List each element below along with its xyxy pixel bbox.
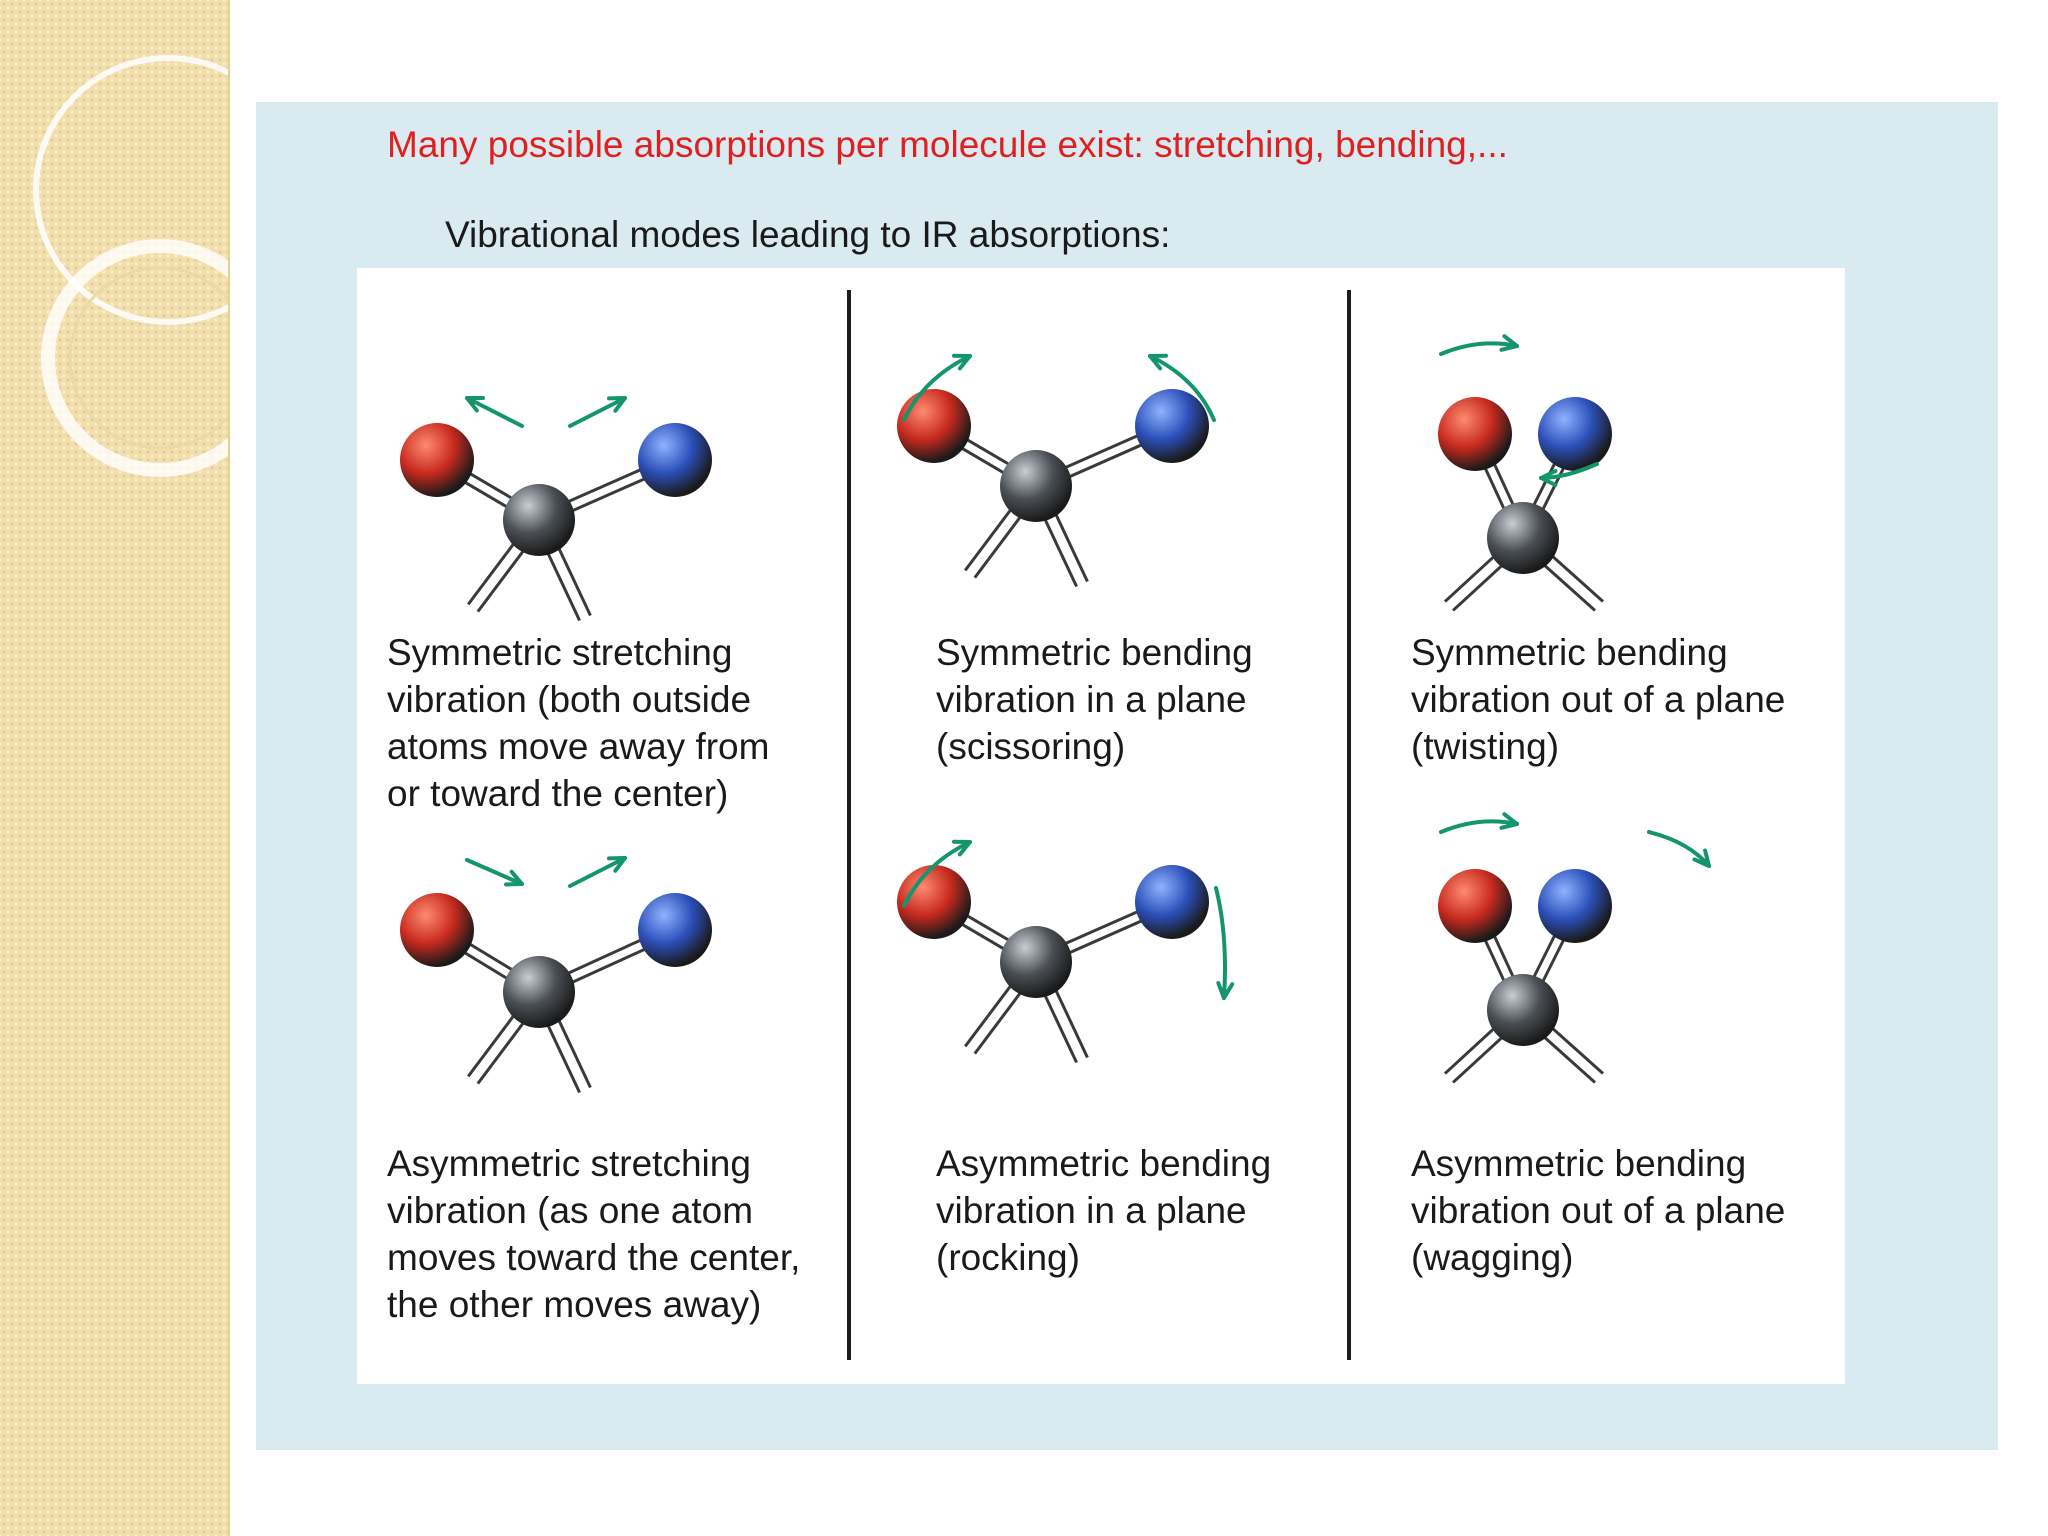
atom-blue — [638, 893, 712, 967]
motion-arrow — [1647, 830, 1711, 868]
atom-blue — [1135, 389, 1209, 463]
column-divider — [1347, 290, 1351, 1360]
motion-arrow-head — [1539, 469, 1558, 487]
mode-caption: Asymmetric bending vibration in a plane … — [936, 1143, 1272, 1278]
atom-red — [1438, 397, 1512, 471]
decorative-side-strip — [0, 0, 230, 1536]
motion-arrow — [568, 856, 627, 888]
motion-arrow — [465, 858, 524, 886]
motion-arrow-head — [1148, 353, 1168, 371]
molecule-diagram — [400, 856, 712, 1094]
atom-center — [1487, 974, 1559, 1046]
vibrational-modes-figure: Symmetric stretching vibration (both out… — [357, 268, 1845, 1384]
molecule-diagram — [897, 353, 1216, 588]
motion-arrow-head — [607, 396, 627, 413]
mode-caption: Symmetric bending vibration out of a pla… — [1411, 632, 1786, 767]
motion-arrow-head — [952, 839, 972, 857]
motion-arrow-head — [1499, 812, 1519, 830]
motion-arrow — [902, 840, 972, 908]
slide-headline: Many possible absorptions per molecule e… — [387, 124, 1508, 165]
motion-arrow-head — [1692, 848, 1711, 868]
motion-arrow — [465, 396, 524, 428]
atom-center — [1000, 450, 1072, 522]
motion-arrow — [902, 354, 972, 422]
motion-arrow-head — [607, 856, 627, 873]
decorative-rings — [33, 55, 228, 477]
mode-caption: Symmetric bending vibration in a plane (… — [936, 632, 1253, 767]
atom-center — [503, 956, 575, 1028]
motion-arrow-head — [465, 396, 485, 413]
motion-arrow-head — [1499, 334, 1519, 352]
molecule-diagram — [400, 396, 712, 622]
motion-arrow — [1148, 354, 1216, 422]
atom-red — [897, 389, 971, 463]
motion-arrow — [1439, 341, 1519, 356]
mode-caption: Symmetric stretching vibration (both out… — [387, 632, 770, 814]
atom-red — [400, 893, 474, 967]
atom-blue — [1538, 397, 1612, 471]
atom-center — [1000, 926, 1072, 998]
atom-red — [1438, 869, 1512, 943]
mode-caption: Asymmetric stretching vibration (as one … — [387, 1143, 801, 1325]
molecule-diagram — [1438, 812, 1711, 1084]
atom-center — [503, 484, 575, 556]
motion-arrow — [568, 396, 627, 428]
atom-blue — [638, 423, 712, 497]
motion-arrow — [1439, 819, 1519, 834]
motion-arrow — [1214, 886, 1227, 1000]
molecule-diagram — [1438, 334, 1612, 612]
atom-center — [1487, 502, 1559, 574]
slide-subheading: Vibrational modes leading to IR absorpti… — [445, 214, 1171, 255]
motion-arrow-head — [1216, 981, 1235, 1000]
column-divider — [847, 290, 851, 1360]
mode-caption: Asymmetric bending vibration out of a pl… — [1411, 1143, 1786, 1278]
motion-arrow-head — [952, 353, 972, 371]
atom-red — [400, 423, 474, 497]
molecule-diagram — [897, 839, 1235, 1064]
atom-blue — [1538, 869, 1612, 943]
motion-arrow-head — [504, 869, 524, 887]
atom-blue — [1135, 865, 1209, 939]
